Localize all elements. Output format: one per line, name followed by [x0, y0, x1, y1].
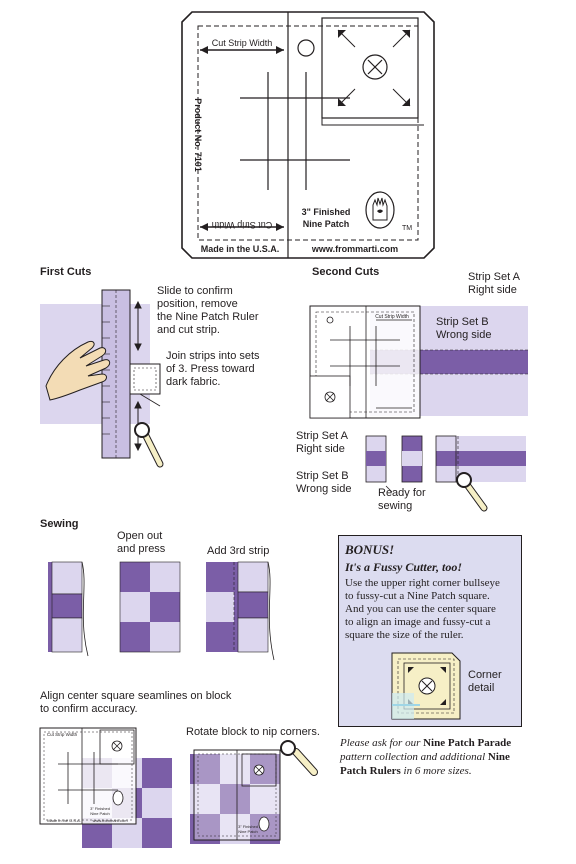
- hand-logo-icon: [258, 816, 270, 832]
- step1-line: position, remove: [157, 298, 238, 310]
- step1-line: Slide to confirm: [157, 285, 233, 297]
- ready-for-sewing-label: Ready for sewing: [378, 487, 426, 513]
- first-cuts-step2: Join strips into sets of 3. Press toward…: [166, 350, 260, 389]
- strip-set-a-bottom-label: Strip Set A Right side: [296, 430, 348, 456]
- mini-cut-strip-label: Cut Strip Width: [47, 732, 78, 737]
- cut-strip-width-bottom: Cut Strip Width: [212, 220, 273, 230]
- product-number: Product No. 7101: [193, 98, 203, 172]
- first-cuts-step1: Slide to confirm position, remove the Ni…: [157, 285, 259, 337]
- note-text: in 6 more sizes.: [400, 765, 472, 777]
- finished-line1: 3" Finished: [302, 207, 351, 217]
- label-line: Right side: [296, 443, 345, 455]
- label-line: detail: [468, 682, 495, 694]
- open-out-label: Open out and press: [117, 530, 165, 556]
- strip-set-a-top-label: Strip Set A Right side: [468, 271, 520, 297]
- second-cuts-illustration: Cut Strip Width: [309, 305, 528, 419]
- made-in-usa: Made in the U.S.A.: [201, 244, 280, 254]
- label-line: and press: [117, 543, 166, 555]
- label-line: sewing: [378, 500, 413, 512]
- mini-cut-strip-label: Cut Strip Width: [375, 314, 409, 320]
- label-line: Wrong side: [296, 483, 352, 495]
- bonus-title: BONUS!: [345, 542, 395, 557]
- mini-finished-label: 3" Finished: [238, 824, 258, 829]
- sewing-heading: Sewing: [40, 518, 79, 530]
- note-text: Please ask for our: [340, 737, 424, 749]
- rotary-cutter-icon: [456, 472, 488, 512]
- step2-line: Join strips into sets: [166, 350, 260, 362]
- bonus-line: And you can use the center square: [345, 603, 496, 615]
- bonus-line: to align an image and fussy-cut a: [345, 616, 491, 628]
- mini-made-in-label: Made in the U.S.A.: [47, 818, 81, 823]
- ordering-note: Please ask for our Nine Patch Parade pat…: [340, 736, 536, 778]
- bonus-line: to fussy-cut a Nine Patch square.: [345, 590, 490, 602]
- finished-line2: Nine Patch: [303, 219, 350, 229]
- mini-finished-label: 3" Finished: [90, 806, 110, 811]
- label-line: Strip Set B: [436, 316, 489, 328]
- website: www.frommarti.com: [311, 244, 398, 254]
- caption-line: Align center square seamlines on block: [40, 690, 232, 702]
- label-line: Right side: [468, 284, 517, 296]
- ruler-diagram: Cut Strip Width Cut Strip Width Product …: [181, 11, 435, 259]
- caption-line: to confirm accuracy.: [40, 703, 138, 715]
- label-line: Strip Set B: [296, 470, 349, 482]
- cut-strip-width-top: Cut Strip Width: [212, 38, 273, 48]
- mini-finished-label: Nine Patch: [238, 829, 258, 834]
- mini-finished-label: Nine Patch: [90, 811, 110, 816]
- strip-set-b-bottom-label: Strip Set B Wrong side: [296, 470, 351, 496]
- label-line: Open out: [117, 530, 163, 542]
- label-line: Wrong side: [436, 329, 492, 341]
- label-line: Strip Set A: [296, 430, 348, 442]
- label-line: Strip Set A: [468, 271, 520, 283]
- second-cuts-heading: Second Cuts: [312, 266, 380, 278]
- add-3rd-strip-label: Add 3rd strip: [207, 545, 270, 557]
- mini-website-label: www.frommarti.com: [92, 818, 128, 823]
- step1-line: and cut strip.: [157, 324, 220, 336]
- bonus-body: Use the upper right corner bullseye to f…: [345, 577, 515, 642]
- pattern-name: Nine Patch Parade: [423, 737, 512, 749]
- step2-line: of 3. Press toward: [166, 363, 255, 375]
- corner-detail-label: Corner detail: [468, 669, 502, 695]
- bonus-line: square the size of the ruler.: [345, 629, 464, 641]
- rotate-caption: Rotate block to nip corners.: [186, 726, 320, 738]
- strip-set-b-top-label: Strip Set B Wrong side: [436, 316, 491, 342]
- ruler-name: Nine Patch Rulers: [340, 751, 510, 777]
- ruler-hole-icon: [297, 39, 315, 57]
- align-caption: Align center square seamlines on block t…: [40, 690, 231, 716]
- first-cuts-illustration: [40, 289, 164, 468]
- bonus-line: Use the upper right corner bullseye: [345, 577, 500, 589]
- step2-line: dark fabric.: [166, 376, 221, 388]
- hand-logo-icon: [112, 790, 124, 806]
- note-text: pattern collection and additional: [340, 751, 488, 763]
- label-line: Corner: [468, 669, 502, 681]
- cut-segments-illustration: [365, 435, 526, 512]
- sewing-illustration: [48, 561, 275, 661]
- align-illustration: Cut Strip Width 3" Finished Nine Patch M…: [39, 727, 172, 848]
- first-cuts-heading: First Cuts: [40, 266, 92, 278]
- trademark: TM: [402, 225, 412, 232]
- hand-logo-icon: [365, 191, 395, 229]
- label-line: Ready for: [378, 487, 426, 499]
- step1-line: the Nine Patch Ruler: [157, 311, 259, 323]
- rotate-illustration: 3" Finished Nine Patch: [190, 740, 318, 844]
- bonus-subtitle: It's a Fussy Cutter, too!: [345, 560, 463, 574]
- rotary-cutter-icon: [280, 740, 318, 776]
- bullseye-icon: [362, 54, 388, 80]
- corner-detail-illustration: [391, 652, 461, 720]
- rotary-cutter-icon: [134, 422, 164, 468]
